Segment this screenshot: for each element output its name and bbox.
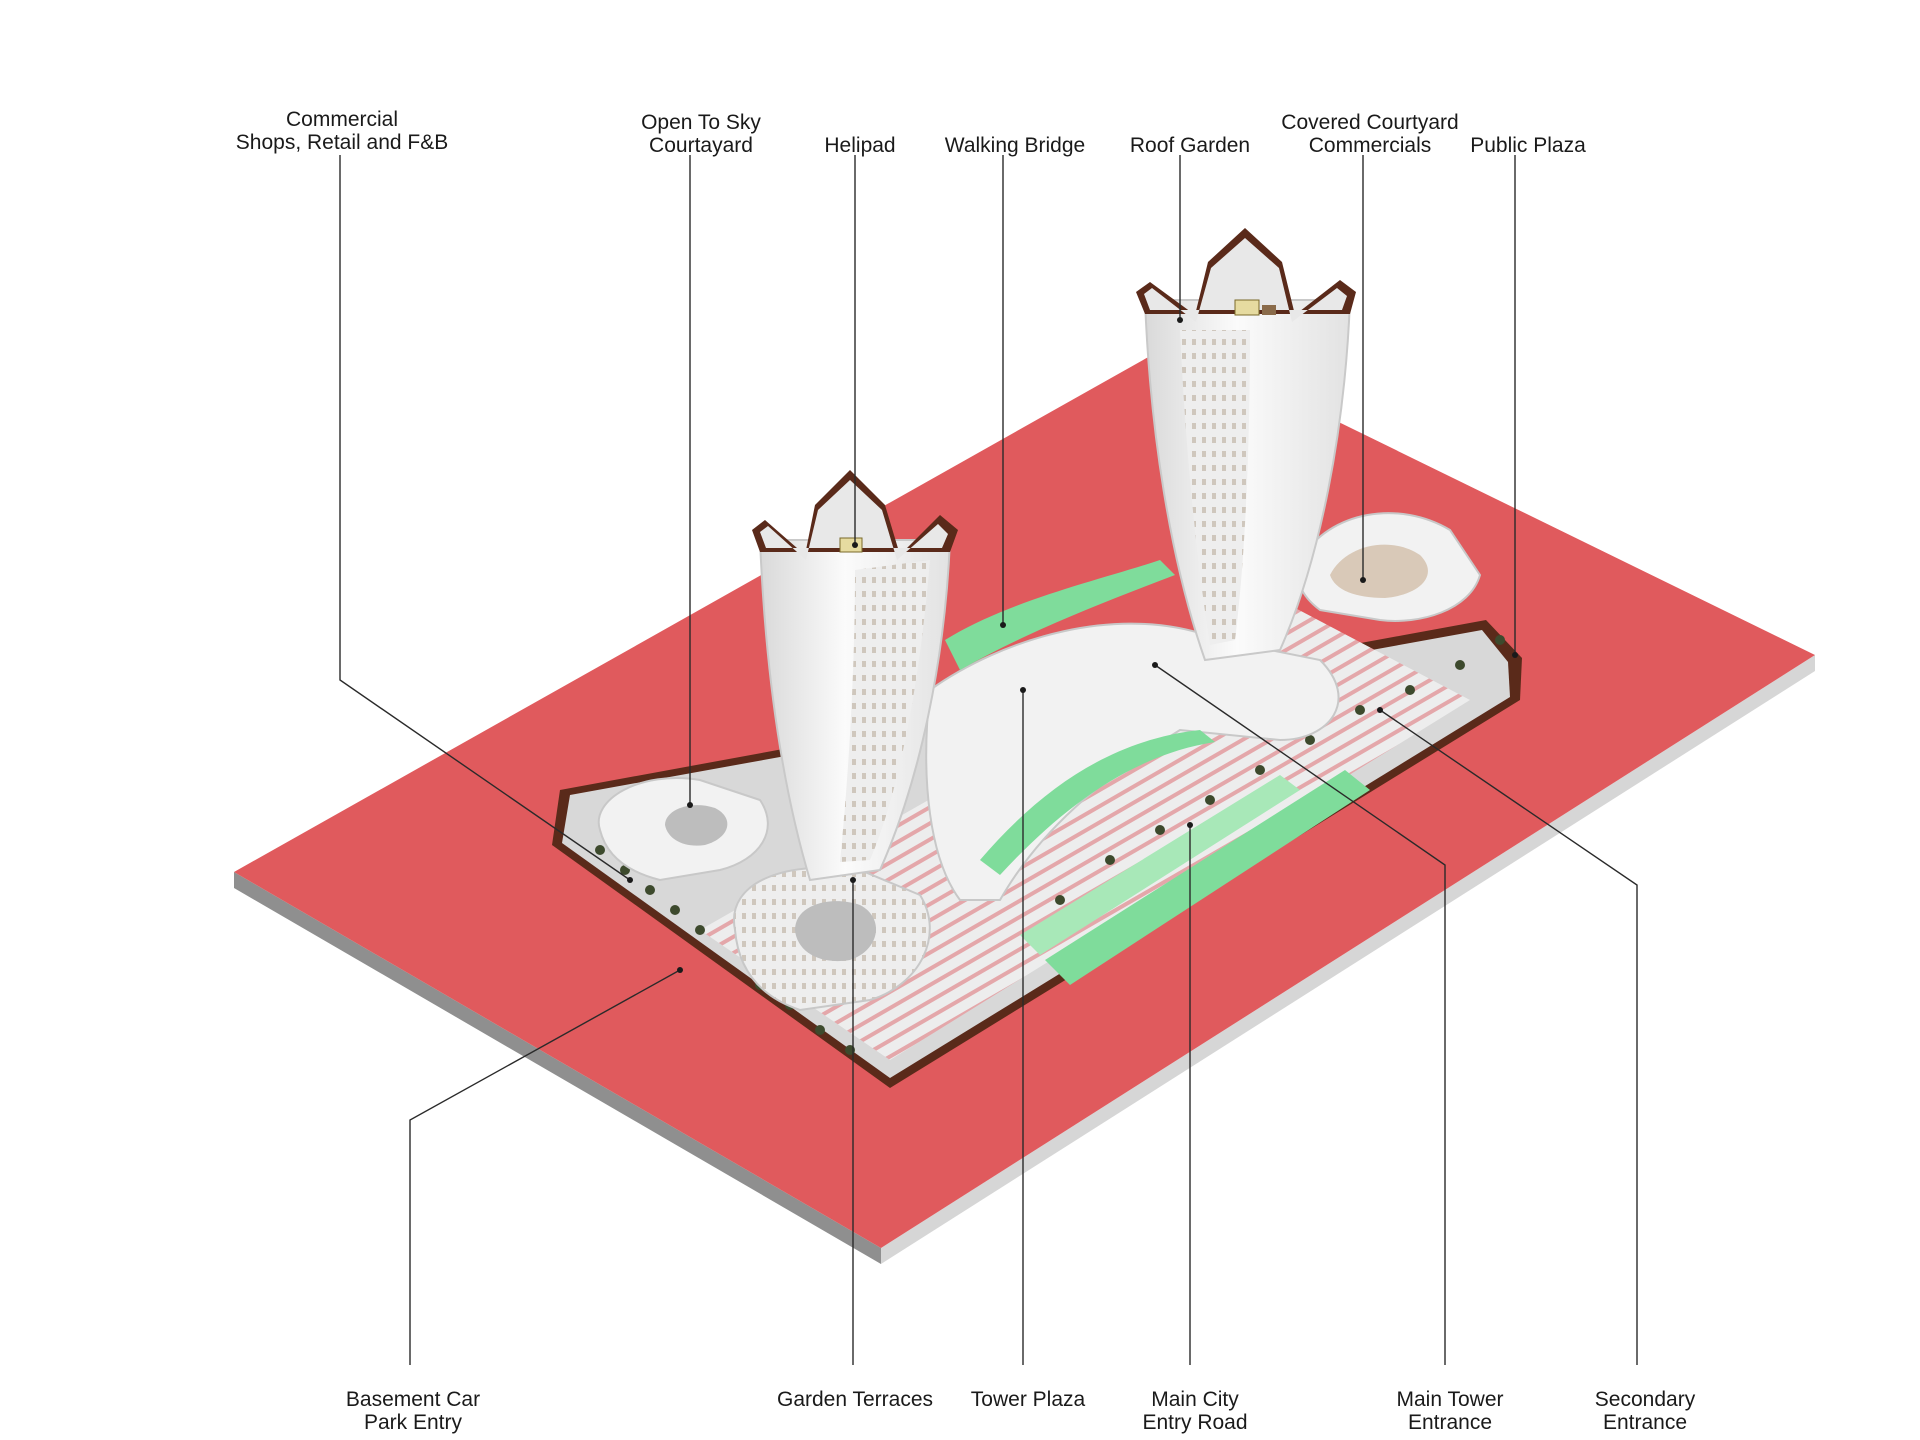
- tree: [1205, 795, 1215, 805]
- label-secondary-entrance-line1: Secondary: [1594, 1388, 1696, 1411]
- label-public-plaza: Public Plaza: [1470, 134, 1586, 157]
- leader-dots: [627, 317, 1518, 973]
- garden-terrace-ribbon: [980, 730, 1215, 875]
- label-helipad-line1: Helipad: [824, 134, 896, 157]
- leader-dot: [1177, 317, 1183, 323]
- label-secondary-entrance-line2: Entrance: [1602, 1411, 1688, 1434]
- podium-buildings: [597, 512, 1482, 1012]
- label-garden-terraces-line1: Garden Terraces: [776, 1388, 934, 1411]
- helipad-right: [1234, 299, 1260, 316]
- roof-garden-right: [1262, 305, 1276, 315]
- leader-dot: [852, 542, 858, 548]
- tree: [1055, 895, 1065, 905]
- tree: [1405, 685, 1415, 695]
- left-courtyard-void: [665, 805, 728, 846]
- label-commercial: Commercial Shops, Retail and F&B: [236, 108, 448, 154]
- label-garden-terraces: Garden Terraces: [777, 1388, 933, 1411]
- leader-dot: [627, 877, 633, 883]
- entry-road-lawn-2: [1020, 775, 1300, 955]
- leader-basement: [409, 969, 681, 1365]
- label-main-tower-entrance: Main Tower Entrance: [1397, 1388, 1504, 1434]
- right-tower-crown: [1144, 238, 1347, 322]
- site-slab-left-edge: [234, 872, 881, 1264]
- walking-bridge-deck: [945, 560, 1175, 670]
- tree: [695, 925, 705, 935]
- tree: [1305, 735, 1315, 745]
- entry-road-lawn: [1045, 770, 1370, 985]
- label-main-tower-entrance-line1: Main Tower: [1396, 1388, 1504, 1411]
- site-slab-right-edge: [881, 655, 1815, 1264]
- right-tower-facade-panel: [1180, 330, 1250, 645]
- label-covered-courtyard-line1: Covered Courtyard: [1281, 111, 1459, 134]
- label-secondary-entrance: Secondary Entrance: [1595, 1388, 1695, 1434]
- covered-courtyard-dome: [1330, 544, 1428, 598]
- leader-dot: [677, 967, 683, 973]
- leader-dot: [1512, 652, 1518, 658]
- label-open-to-sky-line1: Open To Sky: [641, 111, 761, 134]
- label-main-city-road: Main City Entry Road: [1142, 1388, 1247, 1434]
- leader-dot: [1152, 662, 1158, 668]
- label-covered-courtyard-line2: Commercials: [1308, 134, 1432, 157]
- label-walking-bridge-line1: Walking Bridge: [944, 134, 1086, 157]
- tree: [1495, 635, 1505, 645]
- leader-dot: [1377, 707, 1383, 713]
- leader-secondary-entrance: [1379, 709, 1638, 1365]
- label-public-plaza-line1: Public Plaza: [1470, 134, 1586, 157]
- tree: [1455, 660, 1465, 670]
- leader-dot: [1020, 687, 1026, 693]
- left-tower-crown: [760, 480, 948, 560]
- label-commercial-line2: Shops, Retail and F&B: [235, 131, 449, 154]
- right-tower: [1136, 228, 1356, 662]
- leader-dot: [850, 877, 856, 883]
- label-covered-courtyard: Covered Courtyard Commercials: [1281, 111, 1458, 157]
- label-commercial-line1: Commercial: [285, 108, 399, 131]
- label-open-to-sky: Open To Sky Courtayard: [641, 111, 761, 157]
- tree: [1255, 765, 1265, 775]
- leader-dot: [1360, 577, 1366, 583]
- front-courtyard-void: [795, 901, 877, 962]
- tree: [1155, 825, 1165, 835]
- left-tower-facade-panel: [840, 560, 930, 862]
- label-main-city-road-line2: Entry Road: [1142, 1411, 1248, 1434]
- tree: [595, 845, 605, 855]
- tree: [1355, 705, 1365, 715]
- label-walking-bridge: Walking Bridge: [945, 134, 1085, 157]
- label-tower-plaza: Tower Plaza: [971, 1388, 1085, 1411]
- label-roof-garden: Roof Garden: [1130, 134, 1250, 157]
- leader-dot: [1000, 622, 1006, 628]
- helipad-left: [839, 537, 863, 553]
- tree: [645, 885, 655, 895]
- label-helipad: Helipad: [824, 134, 895, 157]
- label-basement-line1: Basement Car: [345, 1388, 481, 1411]
- leader-commercial: [339, 155, 631, 881]
- label-basement-line2: Park Entry: [363, 1411, 463, 1434]
- label-tower-plaza-line1: Tower Plaza: [970, 1388, 1086, 1411]
- leader-main-tower-entrance: [1154, 664, 1446, 1365]
- tree: [670, 905, 680, 915]
- label-main-city-road-line1: Main City: [1151, 1388, 1239, 1411]
- leader-dot: [687, 802, 693, 808]
- tree: [1105, 855, 1115, 865]
- tree: [815, 1025, 825, 1035]
- label-open-to-sky-line2: Courtayard: [649, 134, 753, 157]
- label-roof-garden-line1: Roof Garden: [1129, 134, 1251, 157]
- leader-dot: [1187, 822, 1193, 828]
- label-main-tower-entrance-line2: Entrance: [1407, 1411, 1493, 1434]
- label-basement: Basement Car Park Entry: [346, 1388, 480, 1434]
- leader-lines: [339, 155, 1638, 1365]
